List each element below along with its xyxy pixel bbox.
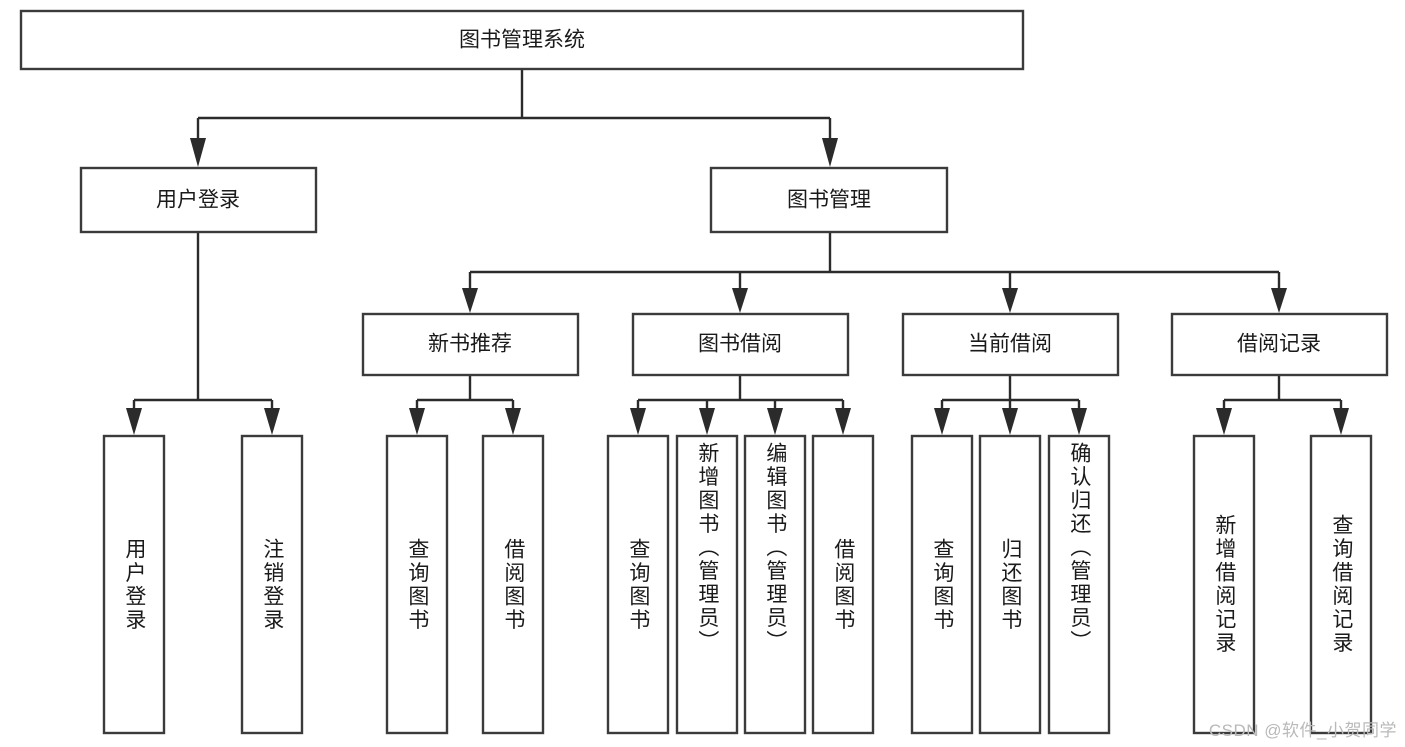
leaf-box-add-book-admin[interactable]: [675, 434, 739, 735]
connector-group-currentborrow-leaves: [934, 375, 1087, 435]
node-borrow-record-label: 借阅记录: [1237, 333, 1321, 356]
leaf-box-return-book[interactable]: [978, 434, 1042, 735]
arrowhead-borrowrecord-leaf2: [1333, 408, 1349, 435]
arrowhead-book-borrow: [732, 288, 748, 313]
node-book-manage-box[interactable]: [709, 166, 949, 234]
leaf-box-query-book-2[interactable]: [606, 434, 670, 735]
connector-group-userlogin-leaves: [126, 232, 280, 435]
node-current-borrow-label: 当前借阅: [968, 333, 1052, 356]
leaf-box-borrow-book-1[interactable]: [481, 434, 545, 735]
connector-group-bookborrow-leaves: [630, 375, 851, 435]
csdn-watermark: CSDN @软件_小贺同学: [1208, 721, 1397, 740]
node-current-borrow-box[interactable]: [901, 312, 1120, 377]
leaf-box-user-login[interactable]: [102, 434, 166, 735]
node-user-login-box[interactable]: [79, 166, 318, 234]
arrowhead-newbook-leaf1: [409, 408, 425, 435]
node-new-book-recommend-label: 新书推荐: [428, 333, 512, 356]
leaf-box-query-book-1[interactable]: [385, 434, 449, 735]
arrowhead-bookborrow-leaf1: [630, 408, 646, 435]
node-root-box[interactable]: [19, 9, 1025, 71]
node-user-login-label: 用户登录: [156, 189, 240, 212]
leaf-box-query-book-3[interactable]: [910, 434, 974, 735]
arrowhead-current-borrow: [1002, 288, 1018, 313]
arrowhead-leaf-user-login: [126, 408, 142, 435]
connector-group-newbook-leaves: [409, 375, 521, 435]
arrowhead-book-manage: [822, 138, 838, 167]
arrowhead-currentborrow-leaf2: [1002, 408, 1018, 435]
arrowhead-user-login: [190, 138, 206, 167]
leaf-box-query-borrow-record[interactable]: [1309, 434, 1373, 735]
leaf-box-borrow-book-2[interactable]: [811, 434, 875, 735]
arrowhead-bookborrow-leaf4: [835, 408, 851, 435]
leaf-box-confirm-return-admin[interactable]: [1047, 434, 1111, 735]
arrowhead-currentborrow-leaf1: [934, 408, 950, 435]
arrowhead-bookborrow-leaf3: [767, 408, 783, 435]
connector-group-root-to-level2: [190, 69, 838, 167]
connector-group-bookmanage-to-level3: [462, 232, 1287, 313]
node-new-book-recommend-box[interactable]: [361, 312, 580, 377]
arrowhead-borrow-record: [1271, 288, 1287, 313]
node-book-borrow-label: 图书借阅: [698, 333, 782, 356]
node-book-manage-label: 图书管理: [787, 189, 871, 212]
node-root-label: 图书管理系统: [459, 29, 585, 52]
arrowhead-bookborrow-leaf2: [699, 408, 715, 435]
connector-group-borrowrecord-leaves: [1216, 375, 1349, 435]
arrowhead-borrowrecord-leaf1: [1216, 408, 1232, 435]
arrowhead-newbook-leaf2: [505, 408, 521, 435]
arrowhead-currentborrow-leaf3: [1071, 408, 1087, 435]
leaf-box-add-borrow-record[interactable]: [1192, 434, 1256, 735]
arrowhead-leaf-logout: [264, 408, 280, 435]
leaf-box-logout[interactable]: [240, 434, 304, 735]
leaf-box-edit-book-admin[interactable]: [743, 434, 807, 735]
node-borrow-record-box[interactable]: [1170, 312, 1389, 377]
arrowhead-new-book: [462, 288, 478, 313]
node-book-borrow-box[interactable]: [631, 312, 850, 377]
